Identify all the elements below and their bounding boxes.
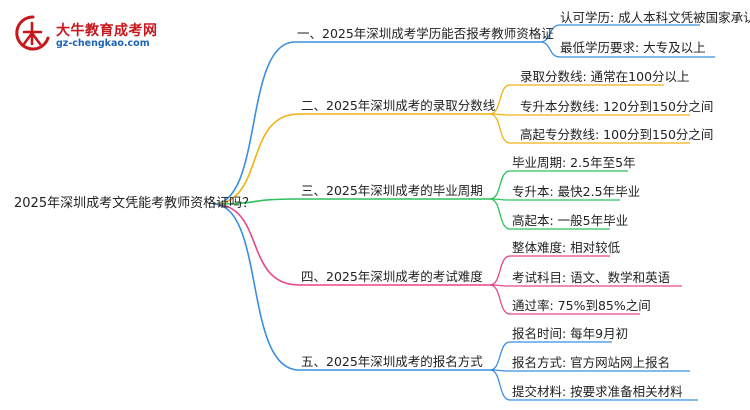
branch-5-child-2: 报名方式: 官方网站网上报名 (512, 355, 671, 370)
branch-2-child-1-curve (489, 84, 511, 115)
branch-1-curve (212, 41, 296, 205)
root-topic: 2025年深圳成考文凭能考教师资格证吗？ (14, 196, 256, 211)
branch-1-child-2: 最低学历要求: 大专及以上 (560, 40, 706, 55)
branch-4-child-2: 考试科目: 语文、数学和英语 (512, 270, 671, 285)
branch-1-label: 一、2025年深圳成考学历能否报考教师资格证 (297, 26, 554, 41)
logo-title: 大牛教育成考网 (56, 23, 158, 39)
branch-4-child-1-curve (489, 255, 511, 286)
branch-5-curve (212, 203, 300, 371)
branch-3-curve (212, 198, 300, 205)
branch-3-child-1-curve (489, 170, 511, 200)
branch-2-curve (212, 113, 300, 205)
branch-3-child-3: 高起本: 一般5年毕业 (512, 213, 629, 228)
branch-4-label: 四、2025年深圳成考的考试难度 (301, 269, 483, 284)
branch-2-label: 二、2025年深圳成考的录取分数线 (301, 98, 496, 113)
branch-2-child-3: 高起专分数线: 100分到150分之间 (520, 127, 714, 142)
branch-2-child-2: 专升本分数线: 120分到150分之间 (520, 99, 714, 114)
branch-5-child-3: 提交材料: 按要求准备相关材料 (512, 384, 683, 399)
branch-3-label: 三、2025年深圳成考的毕业周期 (301, 183, 483, 198)
branch-4-child-3-curve (489, 284, 511, 315)
branch-3-child-3-curve (489, 198, 511, 230)
logo-url: gz-chengkao.com (56, 38, 150, 49)
branch-1-child-1: 认可学历: 成人本科文凭被国家承认 (560, 10, 750, 25)
branch-2-child-1: 录取分数线: 通常在100分以上 (520, 69, 690, 84)
branch-3-child-2: 专升本: 最快2.5年毕业 (512, 184, 641, 199)
branch-1-child-2-curve (539, 41, 561, 58)
branch-3-child-1: 毕业周期: 2.5年至5年 (512, 155, 636, 170)
branch-1-child-1-curve (539, 24, 561, 43)
branch-5-child-3-curve (489, 369, 511, 401)
branch-4-child-1: 整体难度: 相对较低 (512, 240, 621, 255)
branch-5-label: 五、2025年深圳成考的报名方式 (301, 354, 483, 369)
branch-5-child-1-curve (489, 341, 511, 371)
branch-4-curve (212, 203, 300, 286)
branch-5-child-1: 报名时间: 每年9月初 (512, 326, 629, 341)
logo-mark-icon (15, 15, 50, 51)
site-logo: 大牛教育成考网 gz-chengkao.com (14, 12, 164, 52)
branch-4-child-3: 通过率: 75%到85%之间 (512, 298, 651, 313)
branch-2-child-3-curve (489, 113, 511, 144)
